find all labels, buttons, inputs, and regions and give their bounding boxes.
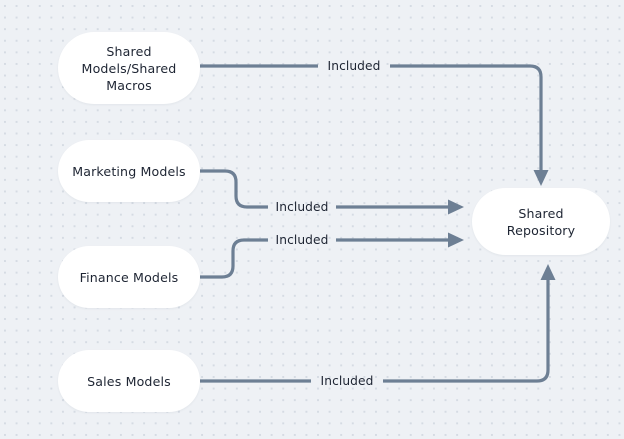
edge-path-sales-cont [383, 278, 550, 383]
edge-label-shared-models: Included [327, 59, 381, 73]
edge-path-shared-models-cont [390, 64, 543, 172]
arrowhead-right-icon [448, 199, 464, 215]
node-marketing-models[interactable]: Marketing Models [58, 140, 200, 202]
node-label: Finance Models [79, 269, 179, 285]
edge-path-finance [200, 238, 268, 279]
edge-sales-to-repository[interactable] [200, 264, 556, 383]
arrowhead-down-icon [533, 170, 549, 186]
arrowhead-right-icon [448, 232, 464, 248]
edge-label-sales: Included [320, 374, 374, 388]
node-shared-repository[interactable]: Shared Repository [472, 188, 610, 255]
node-label: Shared Repository [506, 205, 576, 238]
node-shared-models-macros[interactable]: Shared Models/Shared Macros [58, 32, 200, 104]
node-label: Sales Models [87, 373, 171, 389]
node-label: Shared Models/Shared Macros [81, 43, 177, 93]
edge-shared-models-to-repository[interactable] [200, 64, 549, 186]
edge-label-finance: Included [275, 233, 329, 247]
edge-marketing-to-repository[interactable] [200, 169, 464, 215]
arrowhead-up-icon [540, 264, 556, 280]
node-label: Marketing Models [72, 163, 186, 179]
node-sales-models[interactable]: Sales Models [58, 350, 200, 412]
edge-finance-to-repository[interactable] [200, 232, 464, 279]
edge-label-marketing: Included [275, 200, 329, 214]
edge-path-marketing [200, 169, 268, 209]
node-finance-models[interactable]: Finance Models [58, 246, 200, 308]
